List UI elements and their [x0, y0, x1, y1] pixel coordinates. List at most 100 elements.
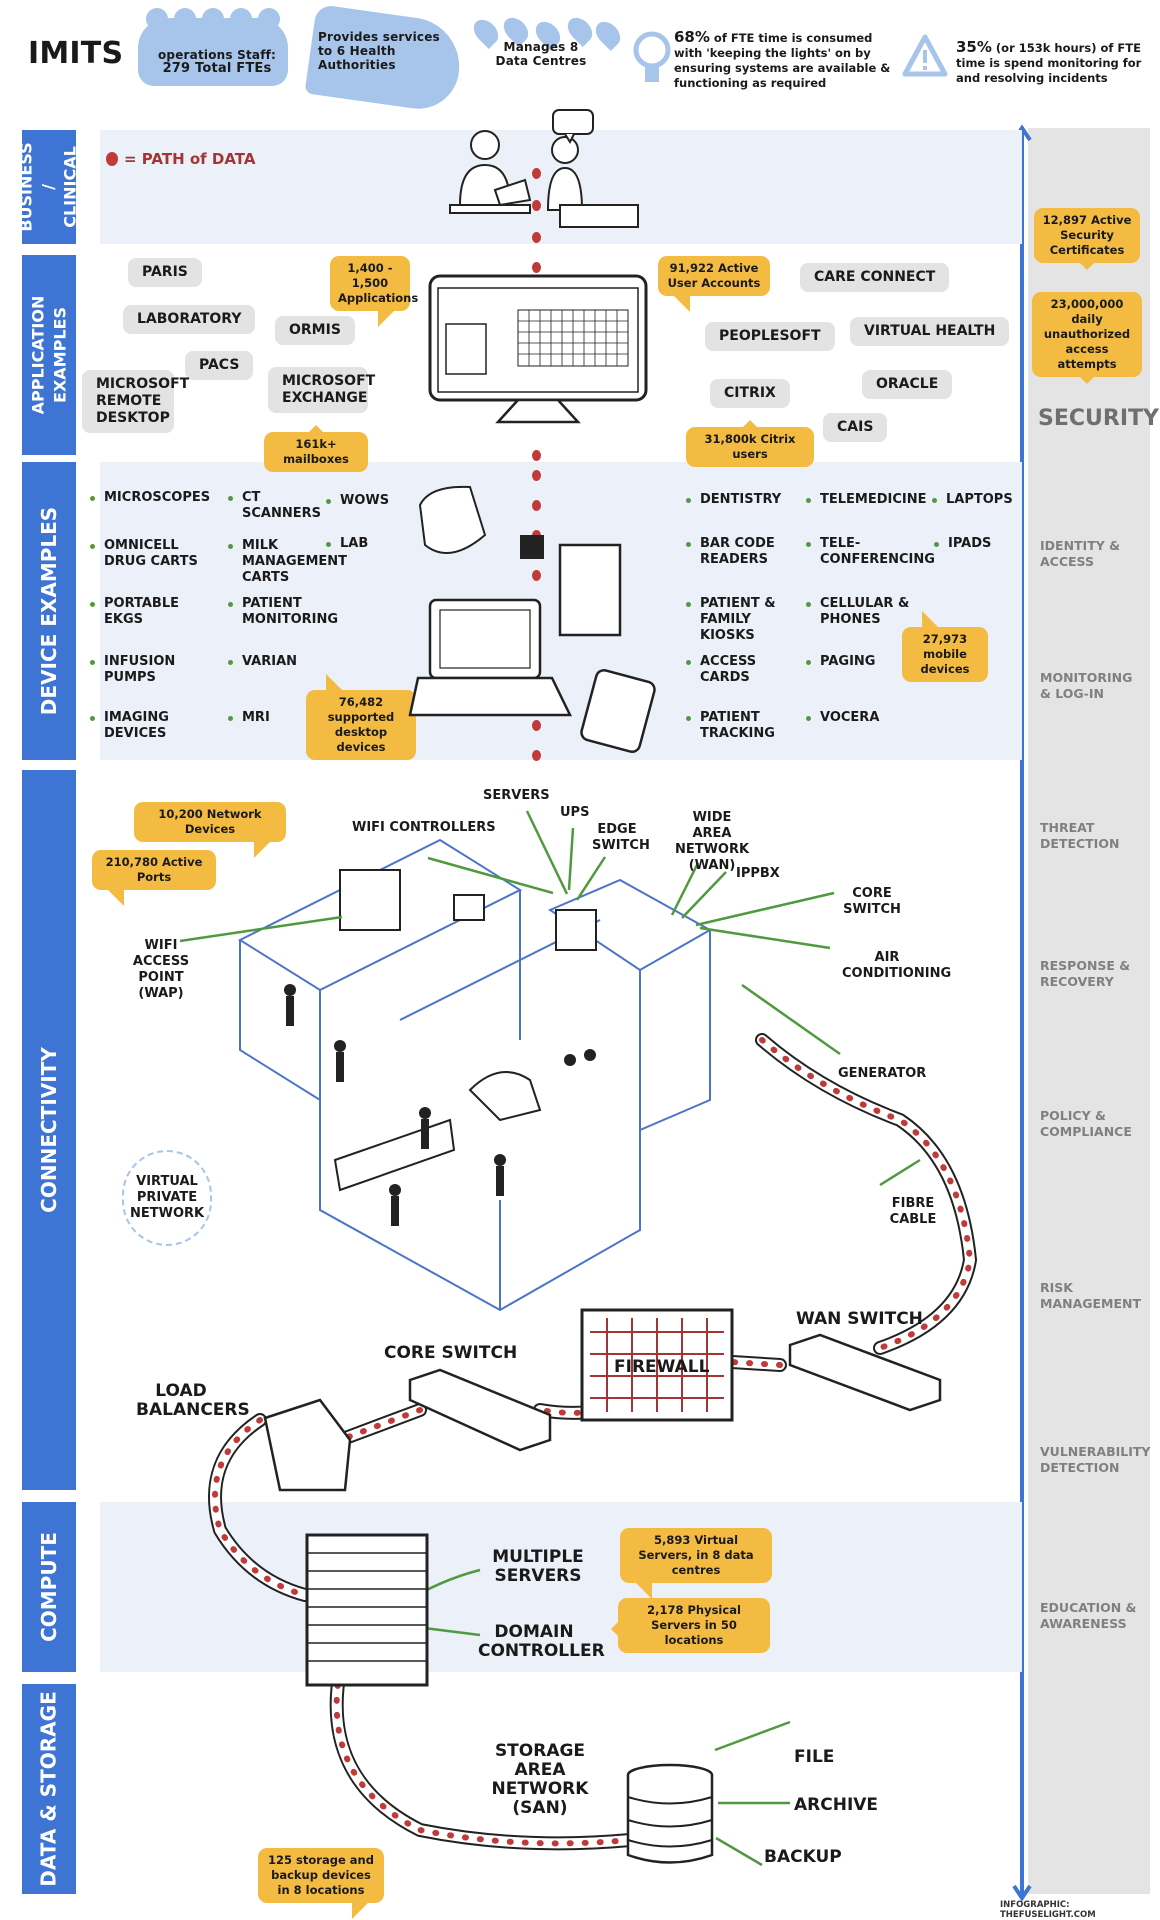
data-path-dot [532, 450, 541, 461]
data-path-dot [532, 168, 541, 179]
label-generator: GENERATOR [838, 1066, 927, 1081]
lightbulb-icon [633, 31, 671, 82]
data-path-dot [532, 500, 541, 511]
device-item: ACCESS CARDS [686, 654, 804, 686]
callout-storage-devices: 125 storage and backup devices in 8 loca… [258, 1848, 384, 1919]
hospital-floorplan-illustration [237, 838, 713, 1312]
device-item: PAGING [806, 654, 875, 670]
callout-network-devices: 10,200 Network Devices [134, 802, 286, 858]
device-item: IMAGING DEVICES [90, 710, 200, 742]
label-air-conditioning: AIR CONDITIONING [842, 950, 952, 981]
band-label-connectivity: CONNECTIVITY [22, 770, 76, 1490]
device-item: LAB [326, 536, 368, 552]
label-fibre-cable: FIBRE CABLE [889, 1196, 937, 1227]
legend-label: = PATH of DATA [124, 150, 256, 168]
warning-icon [902, 34, 948, 77]
app-pill: ORACLE [862, 370, 953, 399]
device-item: IPADS [934, 536, 991, 552]
data-path-dot [532, 750, 541, 761]
label-multiple-servers: MULTIPLE SERVERS [492, 1547, 584, 1586]
data-path-dot [532, 200, 541, 211]
callout-mailboxes: 161k+ mailboxes [264, 425, 368, 472]
infographic-credit: INFOGRAPHIC: THEFUSELIGHT.COM [1000, 1900, 1096, 1920]
data-path-dot [532, 262, 541, 273]
callout-access-attempts: 23,000,000 daily unauthorized access att… [1032, 292, 1142, 384]
label-wifi-controllers: WIFI CONTROLLERS [352, 820, 496, 835]
label-firewall: FIREWALL [614, 1357, 710, 1377]
kpi-incidents-value: 35% [956, 38, 992, 56]
data-path-dot [532, 720, 541, 731]
label-vpn: VIRTUAL PRIVATE NETWORK [130, 1174, 205, 1221]
device-item: WOWS [326, 493, 389, 509]
security-item: IDENTITY & ACCESS [1040, 538, 1121, 569]
callout-desktop-devices: 76,482 supported desktop devices [306, 674, 416, 760]
app-pill: VIRTUAL HEALTH [850, 317, 1010, 346]
band-label-applications: APPLICATION EXAMPLES [22, 255, 76, 455]
clinician-patient-illustration [449, 109, 639, 228]
security-item: VULNERABILITY DETECTION [1040, 1444, 1151, 1475]
band-connectivity: CONNECTIVITY [22, 770, 1022, 1490]
vpn-cloud-icon [122, 1150, 212, 1246]
label-archive: ARCHIVE [794, 1795, 879, 1815]
label-file: FILE [794, 1747, 835, 1767]
app-pill: CARE CONNECT [800, 263, 950, 292]
device-item: INFUSION PUMPS [90, 654, 200, 686]
devices-illustration [408, 485, 656, 753]
kpi-keeping-lights-text: of FTE time is consumed with 'keeping th… [674, 31, 891, 90]
kpi-keeping-lights-on: 68% of FTE time is consumed with 'keepin… [674, 30, 904, 91]
callout-security-certificates: 12,897 Active Security Certificates [1034, 208, 1140, 270]
band-applications: APPLICATION EXAMPLES [22, 255, 1022, 455]
app-pill: LABORATORY [123, 305, 256, 334]
device-item: LAPTOPS [932, 492, 1013, 508]
label-wan-switch: WAN SWITCH [796, 1309, 923, 1329]
device-item: VARIAN [228, 654, 297, 670]
health-authorities-stat: Provides services to 6 Health Authoritie… [318, 30, 440, 72]
band-label-storage: DATA & STORAGE [22, 1684, 76, 1894]
device-item: DENTISTRY [686, 492, 781, 508]
app-pill: MICROSOFT REMOTE DESKTOP [82, 370, 189, 433]
staff-count: 279 Total FTEs [162, 61, 272, 76]
desktop-monitor-illustration [428, 274, 648, 424]
app-pill: CITRIX [710, 379, 790, 408]
label-backup: BACKUP [764, 1847, 842, 1867]
label-load-balancers: LOAD BALANCERS [136, 1381, 250, 1420]
kpi-incidents: 35% (or 153k hours) of FTE time is spend… [956, 40, 1156, 86]
security-title: SECURITY [1038, 406, 1159, 431]
device-item: MILK MANAGEMENT CARTS [228, 538, 347, 586]
label-wap: WIFI ACCESS POINT (WAP) [132, 938, 190, 1001]
security-item: RESPONSE & RECOVERY [1040, 958, 1131, 989]
legend-path-of-data: = PATH of DATA [106, 150, 255, 168]
app-pill: CAIS [823, 413, 888, 442]
security-item: RISK MANAGEMENT [1040, 1280, 1142, 1311]
infographic-title: IMITS [28, 36, 124, 71]
device-item: BAR CODE READERS [686, 536, 804, 568]
label-core-switch-room: CORE SWITCH [843, 886, 901, 917]
security-item: THREAT DETECTION [1040, 820, 1120, 851]
app-pill: MICROSOFT EXCHANGE [268, 367, 375, 413]
security-item: EDUCATION & AWARENESS [1040, 1600, 1137, 1631]
band-data-storage: DATA & STORAGE [22, 1684, 1022, 1894]
device-item: PORTABLE EKGS [90, 596, 200, 628]
device-item: MICROSCOPES [90, 490, 210, 506]
data-dot-icon [106, 152, 118, 166]
label-servers: SERVERS [483, 788, 550, 803]
staff-people-icon [138, 8, 288, 86]
device-item: OMNICELL DRUG CARTS [90, 538, 200, 570]
device-item: VOCERA [806, 710, 879, 726]
security-item: POLICY & COMPLIANCE [1040, 1108, 1132, 1139]
band-label-compute: COMPUTE [22, 1502, 76, 1672]
callout-user-accounts: 91,922 Active User Accounts [658, 256, 770, 312]
device-item: PATIENT TRACKING [686, 710, 804, 742]
security-item: MONITORING & LOG-IN [1040, 670, 1133, 701]
callout-citrix-users: 31,800k Citrix users [686, 420, 814, 467]
security-column [1028, 128, 1150, 1894]
app-pill: PARIS [128, 258, 202, 287]
label-domain-controller: DOMAIN CONTROLLER [478, 1622, 605, 1661]
app-pill: PEOPLESOFT [705, 322, 835, 351]
label-edge-switch: EDGE SWITCH [592, 822, 650, 853]
device-item: CT SCANNERS [228, 490, 338, 522]
kpi-incidents-text: (or 153k hours) of FTE time is spend mon… [956, 41, 1142, 85]
data-path-dot [532, 570, 541, 581]
callout-applications-count: 1,400 - 1,500 Applications [330, 256, 418, 327]
callout-active-ports: 210,780 Active Ports [92, 850, 216, 906]
